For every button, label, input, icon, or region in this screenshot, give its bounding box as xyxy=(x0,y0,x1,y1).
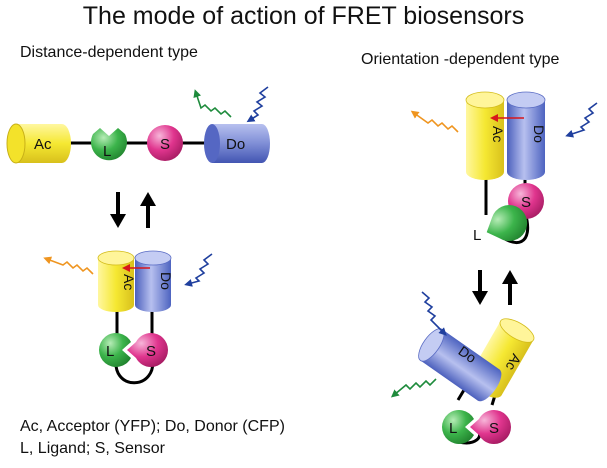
diagram-title: The mode of action of FRET biosensors xyxy=(82,2,525,30)
acceptor-label: Ac xyxy=(121,274,137,290)
sensor-shape: S xyxy=(470,410,511,444)
orientation-construct-bottom: Ac Do L S xyxy=(390,291,535,445)
donor-label: Do xyxy=(226,136,245,153)
acceptor-emission-wave xyxy=(43,256,94,275)
donor-cylinder: Do xyxy=(134,250,174,312)
donor-cylinder: Do xyxy=(204,124,270,163)
ligand-shape: L xyxy=(442,410,474,444)
right-equilibrium-arrows xyxy=(472,270,518,305)
left-equilibrium-arrows xyxy=(110,192,156,228)
donor-emission-wave xyxy=(390,378,437,398)
ligand-shape: L xyxy=(99,333,131,368)
ligand-label: L xyxy=(473,227,481,244)
orientation-type-heading: Orientation -dependent type xyxy=(361,51,560,68)
sensor-label: S xyxy=(489,420,499,437)
sensor-label: S xyxy=(146,343,156,360)
linear-construct: Ac L S Do xyxy=(6,86,270,164)
sensor-label: S xyxy=(160,136,170,153)
sensor-label: S xyxy=(521,194,531,211)
ligand-label: L xyxy=(106,343,114,360)
excitation-wave xyxy=(246,86,269,123)
ligand-shape: L xyxy=(91,128,127,161)
legend-line-2: L, Ligand; S, Sensor xyxy=(20,440,165,457)
ligand-label: L xyxy=(103,143,111,160)
acceptor-cylinder: Ac xyxy=(465,91,506,180)
donor-cylinder: Do xyxy=(418,328,502,402)
acceptor-emission-wave xyxy=(410,110,459,133)
donor-label: Do xyxy=(158,272,174,290)
legend-line-1: Ac, Acceptor (YFP); Do, Donor (CFP) xyxy=(20,418,285,435)
acceptor-label: Ac xyxy=(490,126,506,142)
acceptor-label: Ac xyxy=(503,351,525,373)
ligand-label: L xyxy=(449,420,457,437)
excitation-wave xyxy=(565,102,598,138)
excitation-wave xyxy=(184,253,213,287)
donor-emission-wave xyxy=(193,89,232,118)
sensor-shape: S xyxy=(127,333,168,367)
orientation-construct-top: Ac Do S L xyxy=(410,91,598,245)
ligand-shape: L xyxy=(473,205,528,244)
donor-label: Do xyxy=(531,125,547,143)
acceptor-cylinder: Ac xyxy=(6,123,71,164)
distance-type-heading: Distance-dependent type xyxy=(20,44,198,61)
donor-cylinder: Do xyxy=(506,91,547,180)
folded-construct-left: Ac Do L S xyxy=(43,250,213,385)
acceptor-cylinder: Ac xyxy=(97,250,137,312)
acceptor-label: Ac xyxy=(34,136,52,153)
excitation-wave xyxy=(421,291,447,336)
sensor-shape: S xyxy=(147,125,183,161)
